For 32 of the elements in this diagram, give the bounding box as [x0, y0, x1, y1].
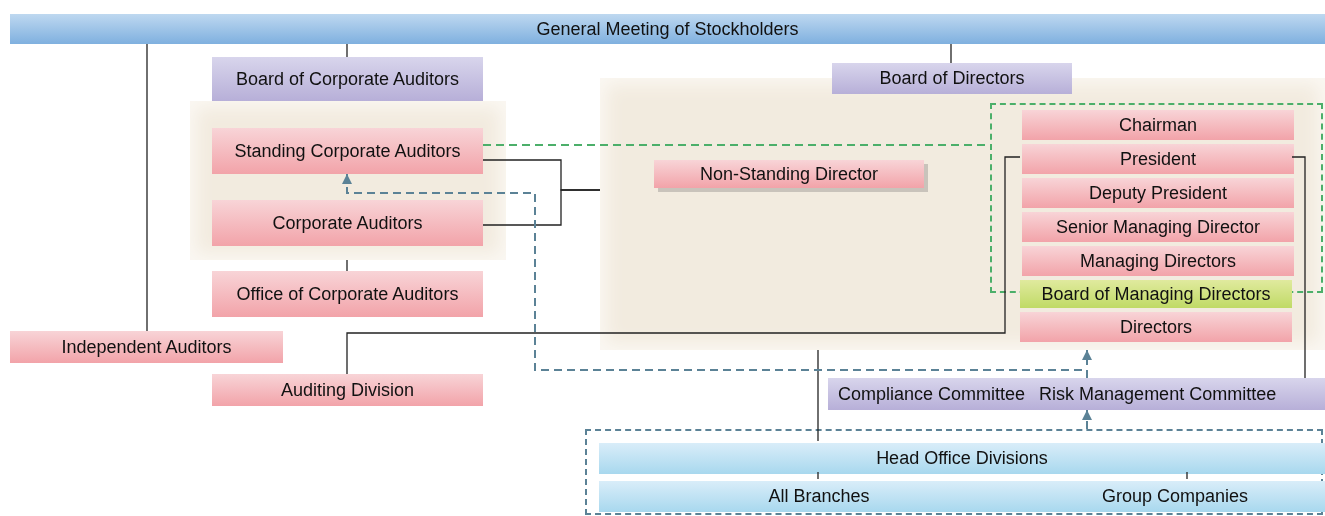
- org-unit-box: Board of Managing Directors: [1020, 280, 1292, 308]
- org-unit-box: Board of Corporate Auditors: [212, 57, 483, 101]
- committee-label: Compliance Committee: [838, 383, 1026, 405]
- connector-line: [1291, 156, 1306, 379]
- org-unit-box: Independent Auditors: [10, 331, 283, 363]
- org-unit-box: Office of Corporate Auditors: [212, 271, 483, 317]
- committee-label: Risk Management Committee: [1039, 383, 1277, 405]
- org-unit-box: Board of Directors: [832, 63, 1072, 94]
- panel-background: [190, 101, 506, 260]
- connector-line: [817, 471, 819, 480]
- connector-line: [146, 43, 148, 332]
- org-unit-box: Deputy President: [1022, 178, 1294, 208]
- org-unit-box: President: [1022, 144, 1294, 174]
- connector-line: [1186, 471, 1188, 480]
- committee-bar: [828, 378, 1325, 410]
- org-unit-box: Managing Directors: [1022, 246, 1294, 276]
- connector-line: [482, 189, 601, 226]
- connector-line: [950, 43, 952, 64]
- arrow: [1082, 409, 1092, 430]
- connector-line: [346, 43, 348, 58]
- org-unit-box: Head Office Divisions: [599, 443, 1325, 474]
- org-unit-box: Auditing Division: [212, 374, 483, 406]
- org-unit-box: Directors: [1020, 312, 1292, 342]
- header-bar: General Meeting of Stockholders: [10, 14, 1325, 44]
- org-unit-box: Chairman: [1022, 110, 1294, 140]
- org-unit-box: Corporate Auditors: [212, 200, 483, 246]
- connector-line: [346, 156, 1021, 375]
- connector-line: [346, 259, 348, 272]
- connector-line: [817, 349, 819, 442]
- dashed-frame: [585, 429, 1323, 515]
- org-unit-box: Standing Corporate Auditors: [212, 128, 483, 174]
- org-unit-box: Senior Managing Director: [1022, 212, 1294, 242]
